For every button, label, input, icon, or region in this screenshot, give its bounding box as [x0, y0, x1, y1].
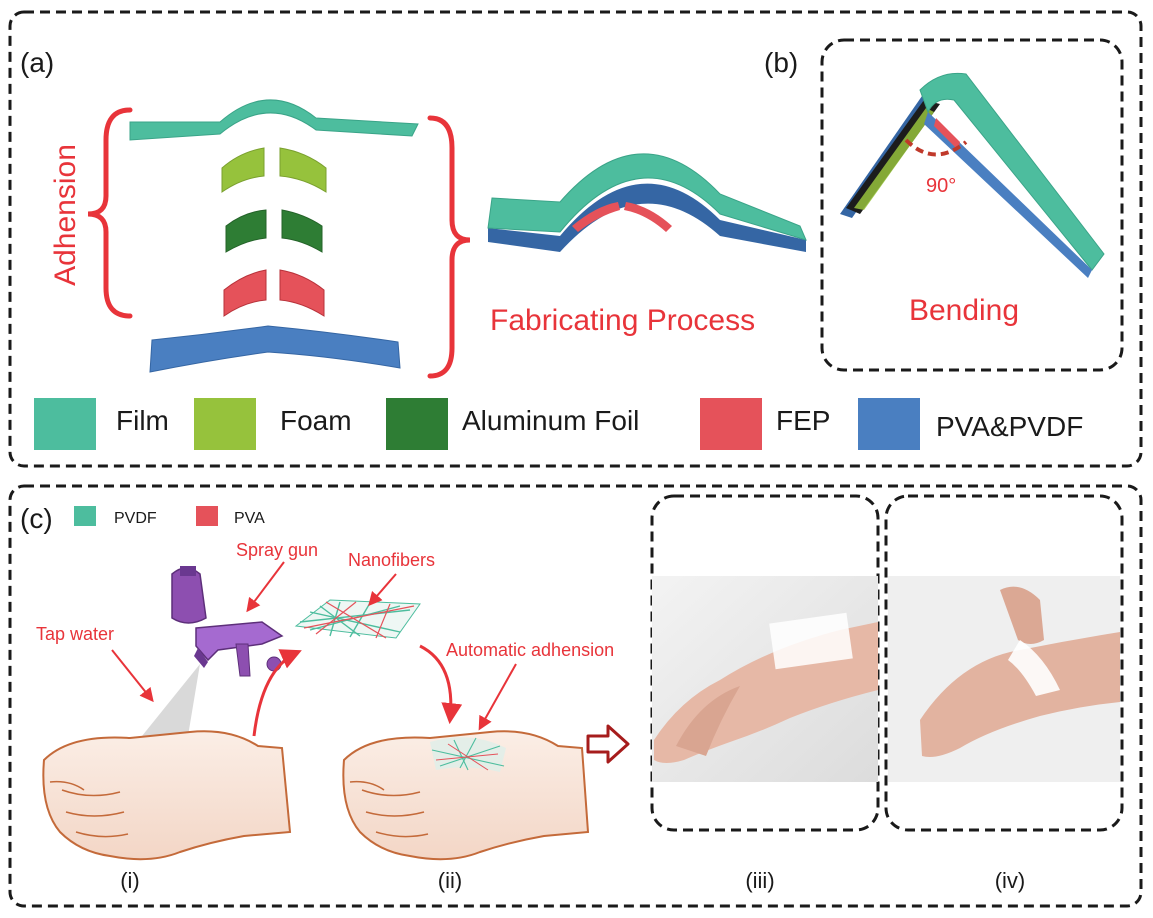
- hand-illustration-ii: [342, 730, 590, 861]
- fep-pieces: [223, 269, 325, 317]
- aluminum-foil-pieces: [225, 209, 323, 253]
- legend-label-fep: FEP: [776, 405, 830, 436]
- fabricating-process-label: Fabricating Process: [490, 304, 755, 337]
- top-panel-frame: [8, 10, 1143, 468]
- hand-illustration-i: [42, 730, 292, 861]
- mesh-to-hand-arrow: [419, 644, 463, 725]
- tap-water-label: Tap water: [36, 624, 114, 644]
- legend-label-pvdf: PVDF: [114, 510, 157, 527]
- panel-b-frame: [820, 38, 1124, 372]
- legend-swatch-pva-pvdf: [858, 398, 920, 450]
- next-step-arrow: [586, 724, 630, 764]
- bent-device: [840, 72, 1105, 278]
- panel-a-label: (a): [20, 47, 54, 78]
- right-brace: [427, 115, 471, 379]
- bending-label: Bending: [909, 294, 1019, 327]
- photo-wrist-with-mesh: [652, 576, 878, 782]
- left-brace: [87, 107, 133, 319]
- step-label-i: (i): [120, 868, 140, 893]
- automatic-adhension-label: Automatic adhension: [446, 640, 614, 660]
- mesh-on-hand: [430, 737, 506, 772]
- spray-gun-label: Spray gun: [236, 540, 318, 560]
- photo-peeling-mesh: [888, 576, 1120, 782]
- panel-c-label: (c): [20, 503, 53, 534]
- tap-water-arrow: [111, 649, 154, 703]
- legend-swatch-pva: [196, 506, 218, 526]
- nanofiber-mesh: [294, 599, 421, 639]
- material-legend: Film Foam Aluminum Foil FEP PVA&PVDF: [34, 398, 1083, 450]
- pva-pvdf-base-layer: [149, 325, 401, 373]
- foam-pieces: [221, 147, 327, 193]
- legend-swatch-aluminum-foil: [386, 398, 448, 450]
- legend-swatch-foam: [194, 398, 256, 450]
- nanofibers-arrow: [368, 573, 397, 607]
- legend-label-film: Film: [116, 405, 169, 436]
- spray-gun-arrow: [246, 561, 285, 613]
- bottom-panel-frame: [8, 484, 1143, 908]
- spray-gun: [171, 566, 284, 677]
- assembled-device: [487, 153, 807, 252]
- step-label-iv: (iv): [995, 868, 1026, 893]
- legend-label-foam: Foam: [280, 405, 352, 436]
- panel-b-label: (b): [764, 47, 798, 78]
- photo-iv-frame: [884, 494, 1124, 832]
- legend-swatch-pvdf: [74, 506, 96, 526]
- adhension-label: Adhension: [49, 144, 82, 286]
- step-label-ii: (ii): [438, 868, 462, 893]
- legend-swatch-film: [34, 398, 96, 450]
- angle-label: 90°: [926, 175, 956, 197]
- legend-swatch-fep: [700, 398, 762, 450]
- spray-cone: [142, 664, 200, 742]
- nanofibers-label: Nanofibers: [348, 550, 435, 570]
- automatic-adhension-arrow: [478, 663, 517, 731]
- legend-label-pva: PVA: [234, 510, 265, 527]
- film-layer: [129, 99, 419, 141]
- legend-label-aluminum-foil: Aluminum Foil: [462, 405, 639, 436]
- angle-arc: [904, 138, 968, 157]
- step-label-iii: (iii): [745, 868, 774, 893]
- spray-to-mesh-arrow: [252, 649, 302, 737]
- legend-label-pva-pvdf: PVA&PVDF: [936, 411, 1083, 442]
